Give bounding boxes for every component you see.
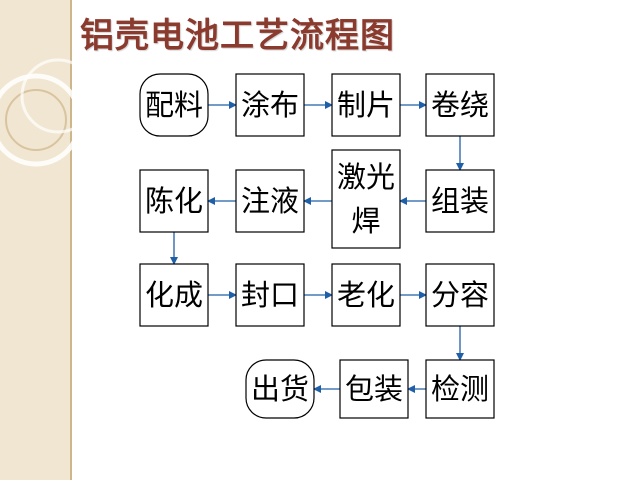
flow-step-zhuye: 注液 <box>235 169 305 233</box>
flow-step-label: 陈化 <box>145 184 203 218</box>
flow-step-baozhuang: 包装 <box>339 359 409 419</box>
flow-step-box <box>139 73 209 137</box>
flow-step-box <box>339 359 409 419</box>
flow-step-label: 配料 <box>145 88 203 122</box>
flow-step-box <box>139 169 209 233</box>
flow-step-jiance: 检测 <box>425 359 495 419</box>
flow-step-box <box>425 359 495 419</box>
flow-step-label: 制片 <box>337 88 395 122</box>
flow-step-fengkou: 封口 <box>235 263 305 327</box>
flow-step-label: 化成 <box>145 278 203 312</box>
flow-step-chuhuo: 出货 <box>245 359 315 419</box>
flow-step-label-line1: 激光 <box>337 160 395 194</box>
flow-step-jiguanghan: 激光焊 <box>331 149 401 249</box>
flow-step-box <box>245 359 315 419</box>
flow-step-juanrao: 卷绕 <box>425 73 495 137</box>
flow-step-label: 组装 <box>431 184 489 218</box>
flow-step-label: 包装 <box>345 372 403 406</box>
flow-step-laohua: 老化 <box>331 263 401 327</box>
decorative-rings-icon <box>0 58 96 167</box>
flow-step-label: 封口 <box>241 278 299 312</box>
flow-step-box <box>235 73 305 137</box>
flow-step-fenrong: 分容 <box>425 263 495 327</box>
flow-step-label: 注液 <box>241 184 299 218</box>
flow-nodes: 配料涂布制片卷绕组装激光焊注液陈化化成封口老化分容检测包装出货 <box>139 73 495 419</box>
flow-step-box <box>235 263 305 327</box>
flow-step-box <box>235 169 305 233</box>
side-divider-line <box>70 0 72 480</box>
flow-step-huacheng: 化成 <box>139 263 209 327</box>
flow-step-zuzhuang: 组装 <box>425 169 495 233</box>
side-decoration-panel <box>0 0 72 480</box>
flow-arrows <box>170 101 464 393</box>
flow-step-label: 卷绕 <box>431 88 489 122</box>
page-title: 铝壳电池工艺流程图 <box>80 16 395 56</box>
flow-step-box <box>425 73 495 137</box>
flow-step-label: 分容 <box>431 278 489 312</box>
flow-step-box <box>425 169 495 233</box>
flow-step-label: 老化 <box>337 278 395 312</box>
flow-step-tubu: 涂布 <box>235 73 305 137</box>
flow-step-label: 检测 <box>431 372 489 406</box>
flow-step-label-line2: 焊 <box>351 204 380 238</box>
flow-step-peiliao: 配料 <box>139 73 209 137</box>
flow-step-label: 涂布 <box>241 88 299 122</box>
flow-step-box <box>331 149 401 249</box>
flow-step-box <box>331 263 401 327</box>
flow-step-box <box>331 73 401 137</box>
flow-step-label: 出货 <box>251 372 309 406</box>
flow-step-box <box>139 263 209 327</box>
flow-step-chenhua: 陈化 <box>139 169 209 233</box>
flow-step-box <box>425 263 495 327</box>
flow-step-zhipian: 制片 <box>331 73 401 137</box>
